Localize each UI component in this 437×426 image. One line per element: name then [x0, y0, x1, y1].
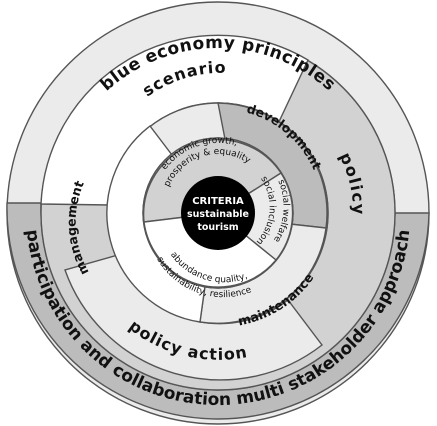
- core-circle: [181, 176, 255, 250]
- core-line-1: CRITERIA: [192, 196, 244, 207]
- core-line-2: sustainable: [187, 209, 249, 220]
- core-line-3: tourism: [197, 222, 238, 233]
- abundance-segment: [143, 212, 277, 288]
